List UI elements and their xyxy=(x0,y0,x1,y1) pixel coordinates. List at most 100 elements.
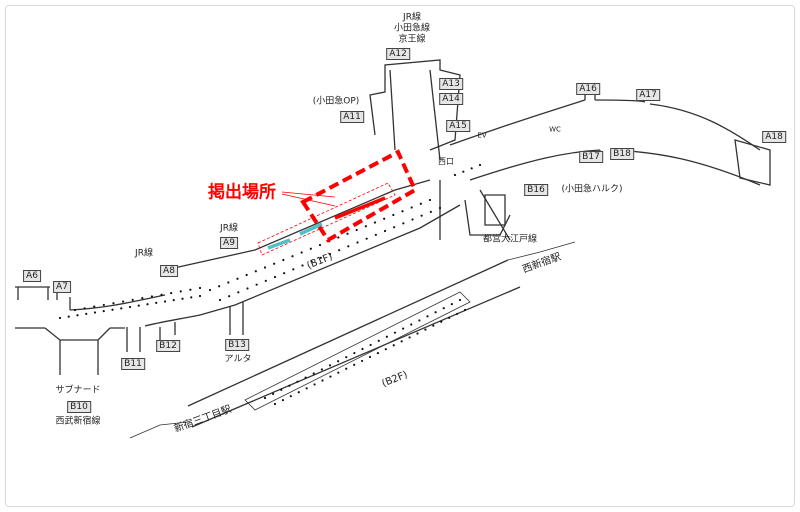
pillar-dot xyxy=(245,273,248,277)
wc-label: WC xyxy=(549,125,561,134)
exit-A11[interactable]: A11 xyxy=(340,111,364,123)
ev-label: EV xyxy=(477,131,487,140)
ad-space-bar xyxy=(299,222,323,236)
exit-B16[interactable]: B16 xyxy=(524,184,548,196)
exit-B18[interactable]: B18 xyxy=(610,148,634,160)
pillar-dot xyxy=(393,226,396,229)
pillar-dot xyxy=(312,372,315,375)
exit-A14[interactable]: A14 xyxy=(439,93,463,105)
jr-line-label-top: JR線 xyxy=(403,12,421,23)
pillar-dot xyxy=(383,217,386,220)
pillar-dot xyxy=(329,375,332,378)
pillar-dot xyxy=(438,206,442,210)
pillar-dot xyxy=(442,307,445,310)
pillar-dot xyxy=(179,290,182,293)
pillar-dot xyxy=(254,270,257,273)
pillar-dot xyxy=(120,307,123,310)
pillar-dot xyxy=(416,332,419,335)
pillar-dot xyxy=(181,297,184,300)
pillar-dot xyxy=(392,213,395,217)
alta-label: アルタ xyxy=(224,354,252,365)
pillar-dot xyxy=(402,222,405,225)
exit-A13[interactable]: A13 xyxy=(439,78,463,90)
pillar-dot xyxy=(319,256,322,259)
pillar-dot xyxy=(356,241,359,244)
pillar-dot xyxy=(368,355,372,359)
pillar-dot xyxy=(102,310,105,313)
pillar-dot xyxy=(305,387,308,390)
pillar-dot xyxy=(384,348,387,351)
pillar-dot xyxy=(281,398,285,402)
pillar-dot xyxy=(297,391,300,394)
pillar-dot xyxy=(470,167,473,170)
pillar-dot xyxy=(321,379,324,382)
pillar-dot xyxy=(102,303,105,307)
exit-B11[interactable]: B11 xyxy=(121,358,145,370)
exit-A16[interactable]: A16 xyxy=(576,83,600,95)
exit-B12[interactable]: B12 xyxy=(156,340,180,352)
pillar-dot xyxy=(112,302,115,305)
pillar-dot xyxy=(428,198,432,202)
wall-b2-top xyxy=(187,259,509,407)
pillar-dot xyxy=(337,236,340,239)
pillar-dot xyxy=(400,340,403,343)
pillar-dot xyxy=(83,307,86,310)
exit-b13-walls xyxy=(229,302,244,335)
pillar-dot xyxy=(93,305,96,308)
ad-location-label: 掲出場所 xyxy=(208,182,276,203)
exit-A17[interactable]: A17 xyxy=(636,89,660,101)
exit-A9[interactable]: A9 xyxy=(220,237,238,249)
pillar-dot xyxy=(434,311,437,314)
pillar-dot xyxy=(462,170,465,173)
pillar-dot xyxy=(463,308,467,312)
pillar-dot xyxy=(440,320,443,323)
odakyu-halc-label: (小田急ハルク) xyxy=(561,184,623,195)
pillar-dot xyxy=(410,323,413,326)
map-frame xyxy=(5,5,795,507)
exit-B17[interactable]: B17 xyxy=(579,151,603,163)
jr-line-label-a8: JR線 xyxy=(135,248,153,259)
exit-A6[interactable]: A6 xyxy=(23,270,41,282)
exit-B10[interactable]: B10 xyxy=(67,401,91,413)
pillar-dot xyxy=(128,305,132,309)
exit-B13[interactable]: B13 xyxy=(225,339,249,351)
pillar-dot xyxy=(170,291,173,295)
highlight-box xyxy=(300,149,418,243)
pillar-dot xyxy=(328,364,332,367)
exit-A7[interactable]: A7 xyxy=(53,281,71,293)
exit-A18[interactable]: A18 xyxy=(762,131,786,143)
leader-line xyxy=(281,191,336,198)
pillar-dot xyxy=(150,295,154,298)
pillar-dot xyxy=(383,229,387,233)
pillar-dot xyxy=(263,266,267,269)
pillar-dot xyxy=(58,316,62,320)
exit-A15[interactable]: A15 xyxy=(446,120,470,132)
pillar-dot xyxy=(361,347,364,351)
exit-A12[interactable]: A12 xyxy=(386,48,410,60)
pillar-dot xyxy=(208,288,212,292)
pillar-dot xyxy=(304,376,307,379)
exit-a18-box xyxy=(734,139,771,186)
pillar-dot xyxy=(410,206,413,209)
jr-line-label-a9: JR線 xyxy=(220,223,238,234)
exit-A8[interactable]: A8 xyxy=(160,265,178,277)
pillar-dot xyxy=(318,243,322,247)
pillar-dot xyxy=(411,218,414,221)
pillar-dot xyxy=(401,210,404,213)
pillar-dot xyxy=(313,383,316,386)
pillar-dot xyxy=(376,351,380,355)
platform-b2 xyxy=(244,291,471,411)
pillar-dot xyxy=(163,300,167,303)
pillar-dot xyxy=(369,343,372,347)
pillar-dot xyxy=(337,371,340,374)
exit-b11-walls xyxy=(126,327,141,352)
wall-b1-left-top xyxy=(15,286,166,311)
pillar-dot xyxy=(478,163,482,167)
pillar-dot xyxy=(353,363,356,366)
pillar-dot xyxy=(345,356,348,359)
pillar-dot xyxy=(309,247,312,250)
pillar-dot xyxy=(237,291,240,294)
ad-space-bar-highlight xyxy=(334,196,386,220)
pillar-dot xyxy=(111,308,114,311)
